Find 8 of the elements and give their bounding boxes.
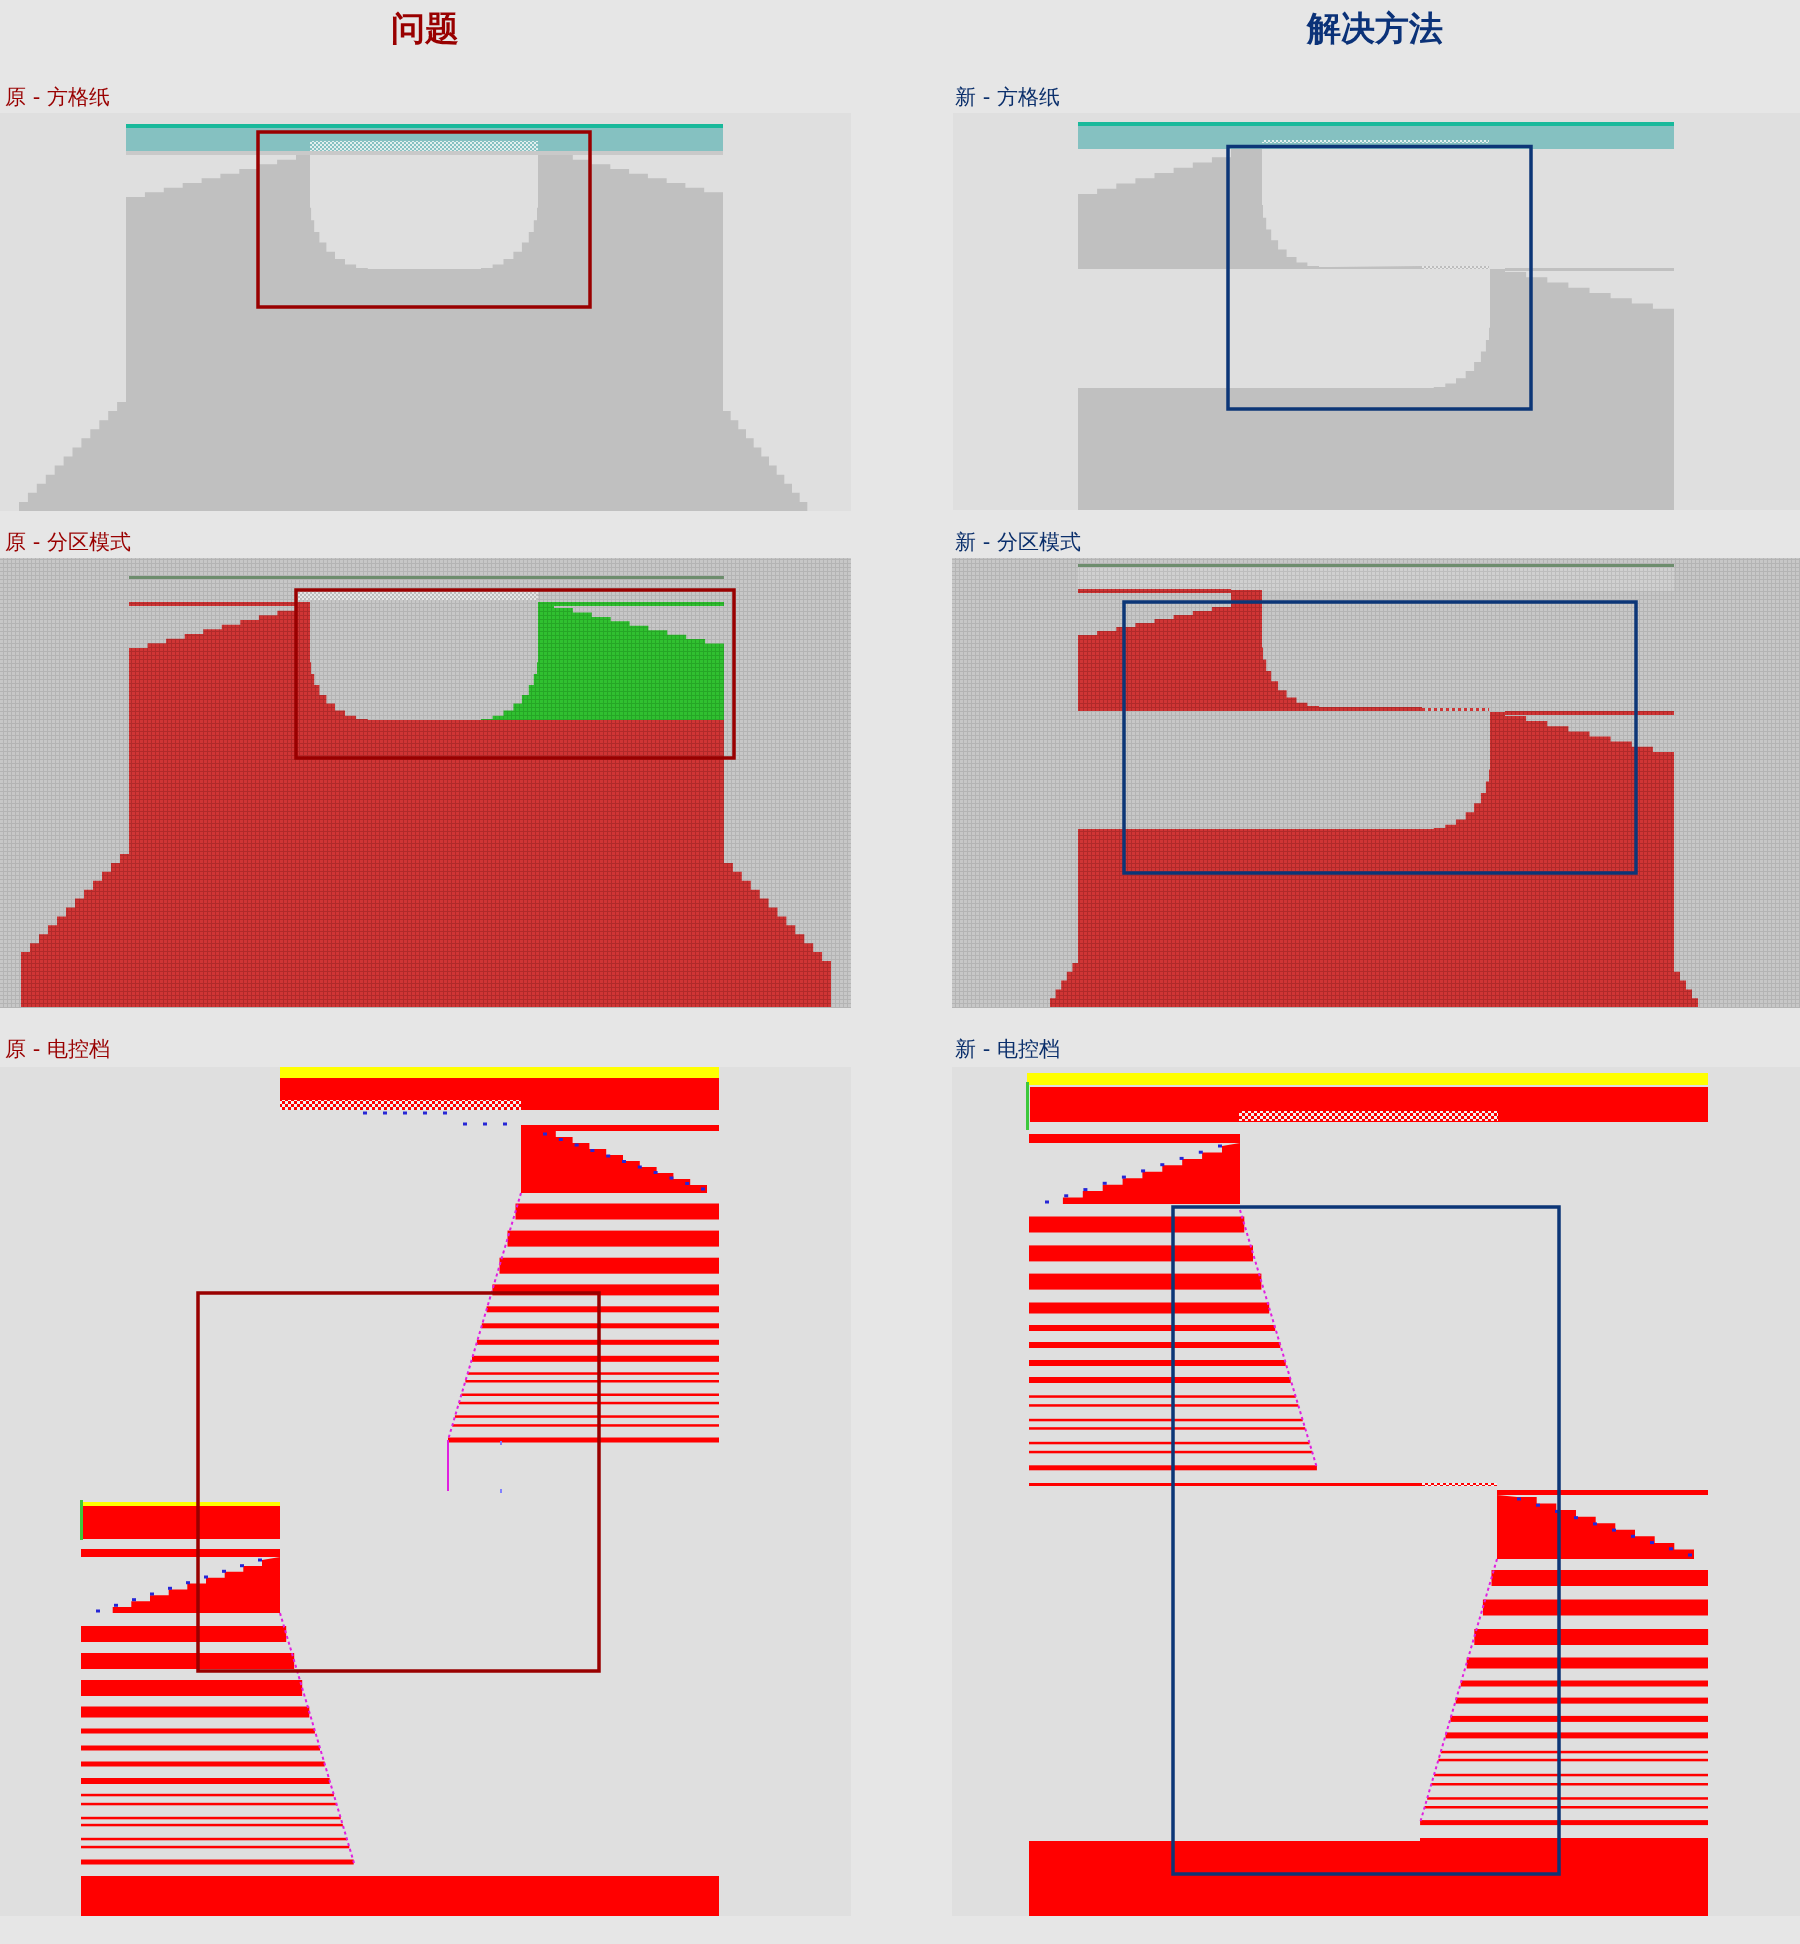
panel-label: 原 - 方格纸 bbox=[5, 84, 110, 110]
column-heading: 解决方法 bbox=[1307, 7, 1443, 49]
panel-label: 新 - 电控档 bbox=[955, 1036, 1060, 1062]
panel-label: 新 - 方格纸 bbox=[955, 84, 1060, 110]
panel-label: 原 - 电控档 bbox=[5, 1036, 110, 1062]
panel-label: 新 - 分区模式 bbox=[955, 529, 1081, 555]
column-heading: 问题 bbox=[391, 7, 459, 49]
panel-label: 原 - 分区模式 bbox=[5, 529, 131, 555]
